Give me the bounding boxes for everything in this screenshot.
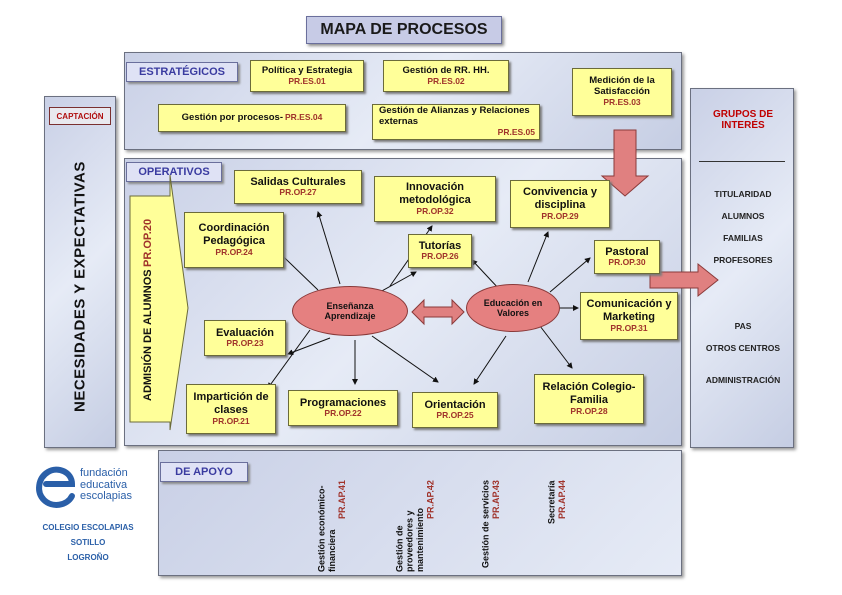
process-es01: Política y Estrategia PR.ES.01 (250, 60, 364, 92)
grupo-item: FAMILIAS (723, 233, 763, 243)
logo-text-3: escolapias (80, 490, 132, 503)
logo-text-1: fundación (80, 467, 128, 479)
hub-ensenanza: Enseñanza Aprendizaje (292, 286, 408, 336)
section-estrategicos: ESTRATÉGICOS (126, 62, 238, 82)
admision-label: ADMISIÓN DE ALUMNOS PR.OP.20 (142, 218, 154, 402)
hub-educacion: Educación en Valores (466, 284, 560, 332)
grupo-item: ADMINISTRACIÓN (705, 375, 781, 385)
grupos-title: GRUPOS DE INTERÉS (712, 109, 773, 131)
process-es04: Gestión por procesos-PR.ES.04 (158, 104, 346, 132)
grupos-panel: GRUPOS DE INTERÉS TITULARIDAD ALUMNOS FA… (690, 88, 794, 448)
section-operativos: OPERATIVOS (126, 162, 222, 182)
needs-panel: CAPTACIÓN NECESIDADES Y EXPECTATIVAS (44, 96, 116, 448)
grupo-item: OTROS CENTROS (705, 343, 781, 353)
section-apoyo: DE APOYO (160, 462, 248, 482)
process-ap43: Gestión de servicios PR.AP.43 (480, 480, 501, 569)
captacion-label: CAPTACIÓN (49, 107, 111, 125)
logo-e-icon (36, 466, 76, 508)
satisfaccion-arrow (600, 129, 650, 197)
grupo-item: ALUMNOS (721, 211, 765, 221)
admision-arrow (129, 174, 189, 431)
grupo-item: PAS (734, 321, 752, 331)
logo-text-2: educativa (80, 478, 128, 491)
process-ap44: Secretaría PR.AP.44 (546, 480, 567, 524)
process-ap42: Gestión de proveedores y mantenimiento P… (394, 480, 436, 572)
pastoral-output-arrow (649, 262, 719, 298)
hubs-double-arrow (411, 298, 465, 326)
process-ap41: Gestión económico-financiera PR.AP.41 (316, 480, 348, 572)
school-name: COLEGIO ESCOLAPIAS SOTILLO LOGROÑO (42, 523, 134, 563)
process-es02: Gestión de RR. HH. PR.ES.02 (383, 60, 509, 92)
process-es05: Gestión de Alianzas y Relaciones externa… (372, 104, 540, 140)
foundation-logo: fundación educativa escolapias (34, 466, 174, 510)
grupos-divider (699, 161, 785, 162)
process-es03: Medición de la Satisfacción PR.ES.03 (572, 68, 672, 116)
grupo-item: PROFESORES (713, 255, 773, 265)
grupo-item: TITULARIDAD (714, 189, 772, 199)
page-title: MAPA DE PROCESOS (306, 16, 502, 44)
